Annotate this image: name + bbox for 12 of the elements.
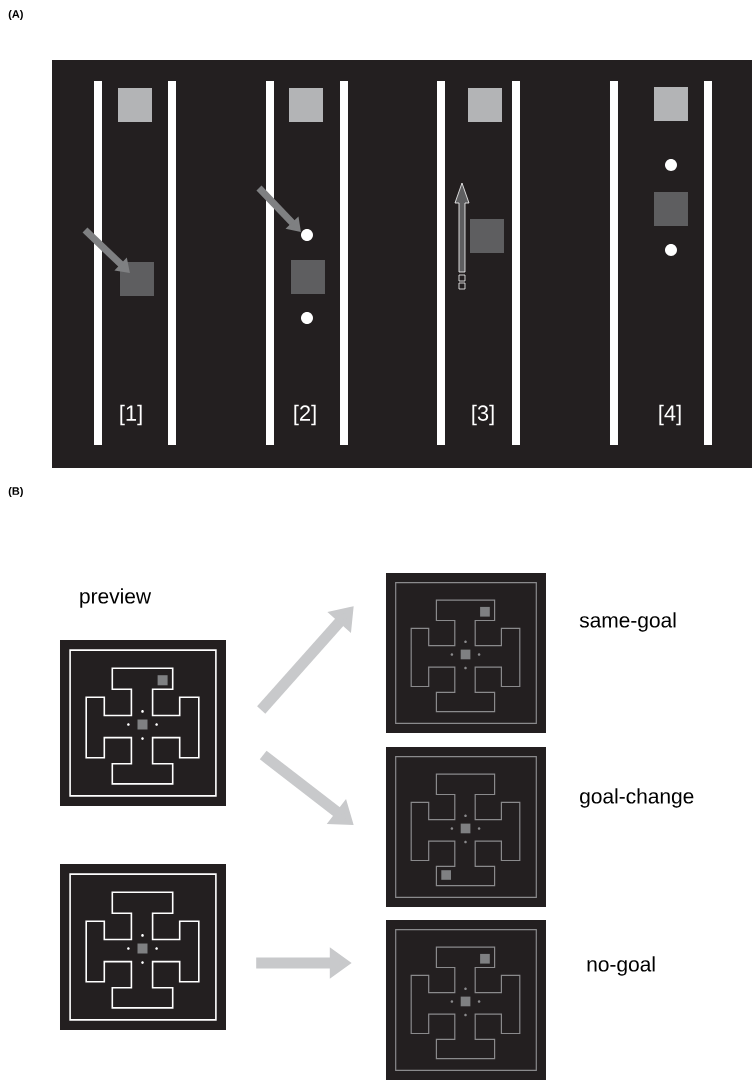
- condition-label: goal-change: [580, 788, 694, 808]
- condition-label: no-goal: [587, 956, 655, 976]
- corridor-number: [3]: [472, 404, 494, 426]
- block-arrow: [257, 606, 354, 714]
- maze-picture: [60, 864, 226, 1030]
- panel-label: (B): [8, 486, 23, 498]
- corridor-number: [4]: [659, 404, 681, 426]
- corridor-number: [2]: [294, 404, 316, 426]
- corridor-number: [1]: [120, 404, 142, 426]
- condition-label: preview: [80, 588, 152, 608]
- condition-label: same-goal: [579, 612, 676, 632]
- panel-label: (A): [8, 9, 23, 21]
